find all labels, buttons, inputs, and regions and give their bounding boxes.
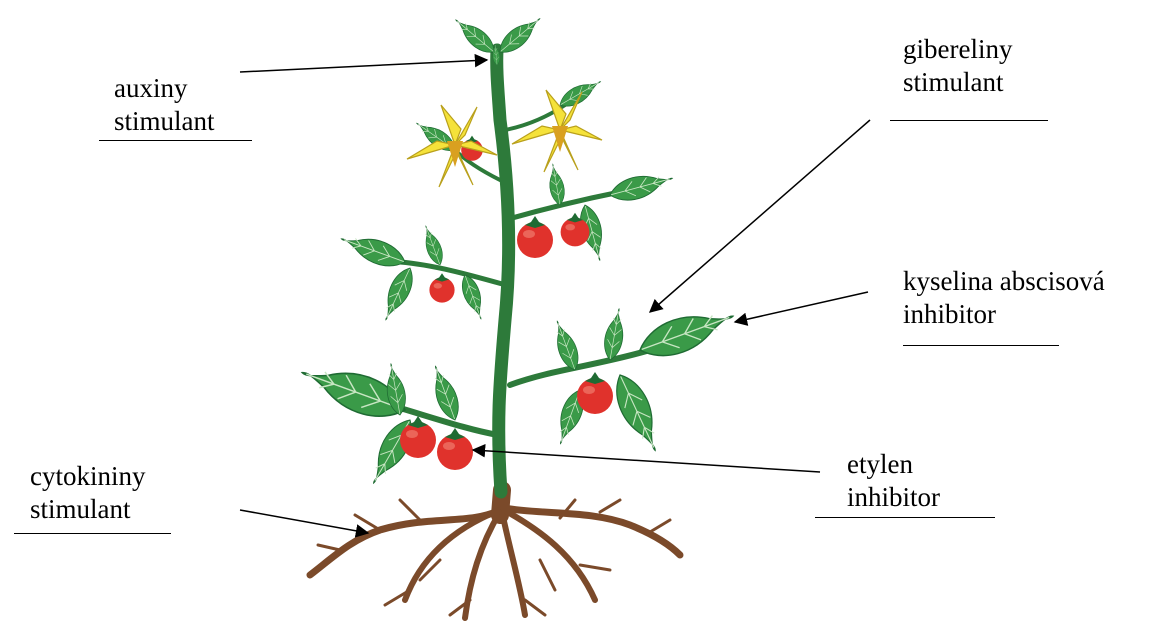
answer-line-gibereliny	[890, 120, 1048, 121]
roots	[310, 490, 680, 618]
etylen-role: inhibitor	[847, 481, 940, 514]
label-etylen: etylen inhibitor	[847, 448, 940, 514]
arrow-auxiny	[240, 60, 487, 72]
kyselina-name: kyselina abscisová	[903, 265, 1105, 298]
label-cytokininy: cytokininy stimulant	[30, 460, 146, 526]
answer-line-cytokininy	[14, 533, 171, 534]
kyselina-role: inhibitor	[903, 298, 1105, 331]
auxiny-name: auxiny	[114, 72, 215, 105]
auxiny-role: stimulant	[114, 105, 215, 138]
arrow-kyselina	[735, 292, 868, 322]
answer-line-etylen	[815, 517, 995, 518]
gibereliny-name: gibereliny	[903, 33, 1012, 66]
stem	[400, 50, 650, 492]
cytokininy-role: stimulant	[30, 493, 146, 526]
leaves	[296, 12, 738, 489]
label-auxiny: auxiny stimulant	[114, 72, 215, 138]
arrow-gibereliny	[650, 120, 870, 312]
cytokininy-name: cytokininy	[30, 460, 146, 493]
arrow-cytokininy	[240, 510, 368, 533]
label-kyselina: kyselina abscisová inhibitor	[903, 265, 1105, 331]
answer-line-kyselina	[903, 345, 1059, 346]
arrow-etylen	[473, 450, 820, 472]
gibereliny-role: stimulant	[903, 66, 1012, 99]
label-gibereliny: gibereliny stimulant	[903, 33, 1012, 99]
etylen-name: etylen	[847, 448, 940, 481]
answer-line-auxiny	[99, 140, 252, 141]
